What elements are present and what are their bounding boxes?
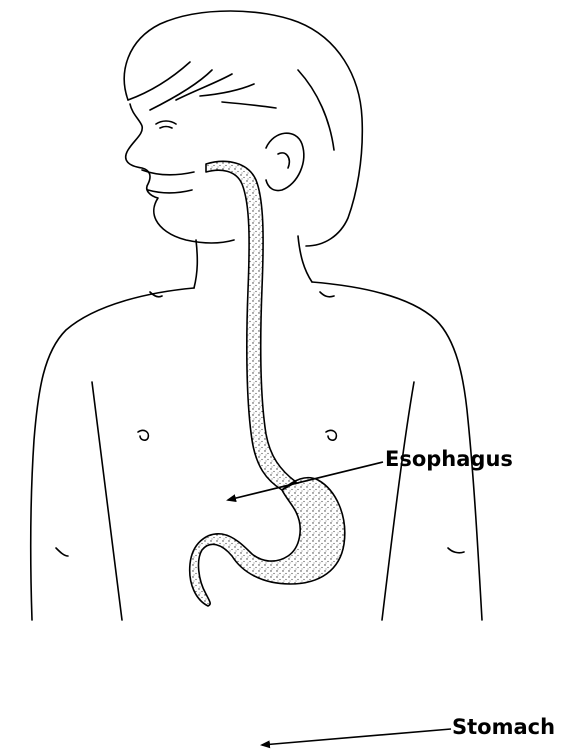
stomach-shape — [190, 478, 345, 606]
esophagus-label: Esophagus — [385, 449, 513, 470]
right-nipple — [326, 430, 336, 440]
eye — [156, 121, 176, 128]
stomach-pointer-arrow — [262, 729, 451, 745]
left-shoulder-arm — [31, 288, 194, 620]
stomach-label: Stomach — [452, 717, 555, 738]
collarbone-marks — [150, 292, 334, 297]
hair-strands — [128, 62, 334, 150]
left-crease — [56, 548, 68, 556]
right-torso-line — [382, 382, 414, 620]
neck-back — [298, 236, 312, 282]
esophagus-tube — [206, 161, 296, 490]
ear — [266, 133, 304, 190]
face-profile — [126, 104, 234, 243]
left-nipple — [138, 430, 148, 440]
neck-front — [194, 240, 197, 288]
right-crease — [448, 548, 464, 553]
left-torso-line — [92, 382, 122, 620]
